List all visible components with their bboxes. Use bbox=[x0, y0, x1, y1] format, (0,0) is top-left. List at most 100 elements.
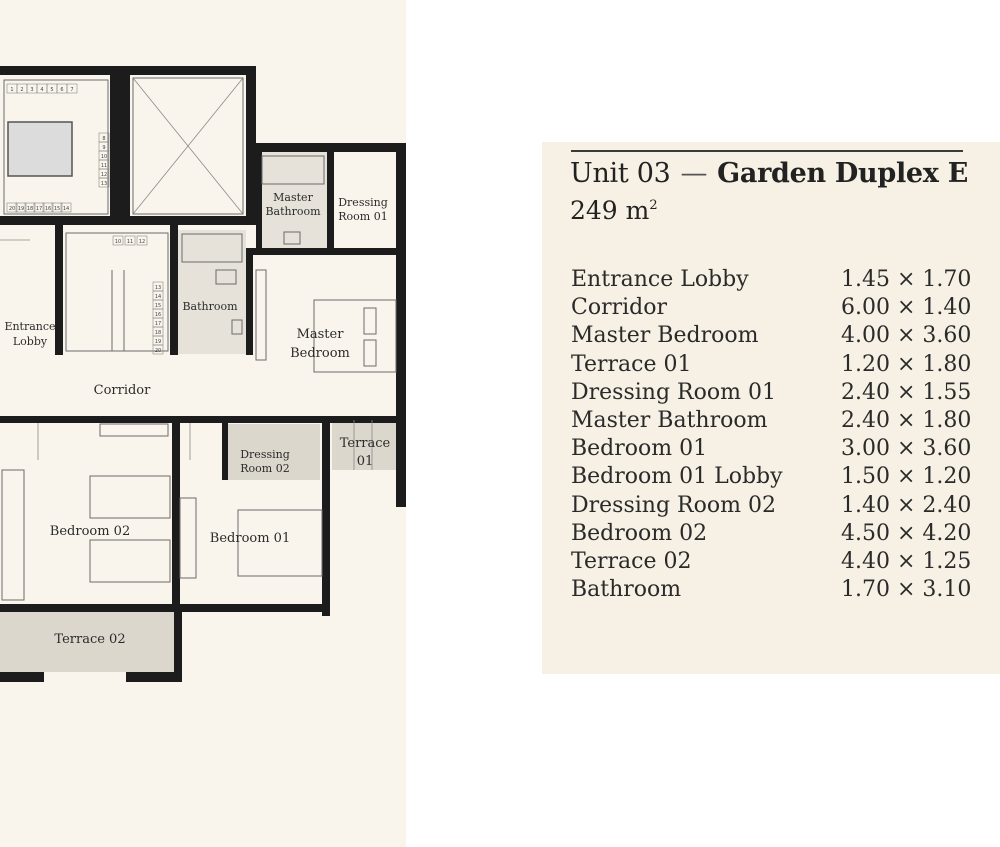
plan-label-entrance-1: Entrance bbox=[4, 320, 55, 333]
room-name: Bedroom 02 bbox=[571, 520, 708, 546]
room-name: Terrace 01 bbox=[571, 351, 692, 377]
stair-step-number: 17 bbox=[36, 206, 42, 212]
stair-step bbox=[42, 202, 54, 213]
room-dimensions: 4.00 × 3.60 bbox=[841, 323, 972, 349]
stair-step-number: 4 bbox=[40, 87, 43, 93]
plan-label-terrace-01-2: 01 bbox=[357, 454, 374, 469]
stair-step-number: 16 bbox=[45, 206, 51, 212]
stair-step-number: 12 bbox=[101, 172, 107, 178]
room-dimensions: 4.40 × 1.25 bbox=[841, 548, 972, 574]
stair-step-number: 20 bbox=[9, 206, 15, 212]
stair-step-number: 13 bbox=[101, 181, 107, 187]
room-dimensions: 1.40 × 2.40 bbox=[841, 492, 972, 518]
room-dimensions: 1.50 × 1.20 bbox=[841, 464, 972, 490]
dressing-room-02-floor bbox=[228, 424, 320, 480]
stair-step-number: 3 bbox=[30, 87, 33, 93]
unit-title: Unit 03—Garden Duplex E bbox=[570, 158, 968, 189]
stair-step-number: 11 bbox=[101, 163, 107, 169]
plan-label-dressing-01-2: Room 01 bbox=[338, 210, 387, 223]
room-name: Bathroom bbox=[571, 577, 682, 603]
stair-step bbox=[124, 235, 136, 246]
stair-step bbox=[60, 202, 72, 213]
stair-step-number: 1 bbox=[10, 87, 13, 93]
stair-step bbox=[6, 202, 18, 213]
stair-step-number: 20 bbox=[155, 348, 161, 354]
stair-step-number: 15 bbox=[155, 303, 161, 309]
plan-label-bedroom-02: Bedroom 02 bbox=[50, 524, 130, 539]
plan-label-master-bathroom-2: Bathroom bbox=[265, 205, 321, 218]
plan-label-corridor: Corridor bbox=[94, 383, 152, 398]
room-name: Dressing Room 02 bbox=[571, 492, 776, 518]
fixtures bbox=[0, 155, 397, 601]
walls bbox=[0, 66, 406, 682]
room-row: Terrace 02 4.40 × 1.25 bbox=[571, 548, 971, 576]
room-row: Entrance Lobby 1.45 × 1.70 bbox=[571, 266, 971, 294]
room-dimensions: 1.70 × 3.10 bbox=[841, 577, 972, 603]
stair-step-number: 11 bbox=[127, 239, 133, 245]
stair-step bbox=[136, 235, 148, 246]
stair-step-number: 12 bbox=[139, 239, 145, 245]
stair-step bbox=[66, 83, 78, 94]
plan-label-terrace-02: Terrace 02 bbox=[54, 632, 125, 647]
unit-info-card: Unit 03—Garden Duplex E 249 m2 Entrance … bbox=[542, 142, 1000, 674]
stair-step-number: 13 bbox=[155, 285, 161, 291]
room-name: Bedroom 01 bbox=[571, 436, 708, 462]
room-dimensions: 2.40 × 1.80 bbox=[841, 407, 972, 433]
plan-label-bedroom-01: Bedroom 01 bbox=[210, 531, 290, 546]
stair-step-number: 14 bbox=[155, 294, 161, 300]
room-name: Bedroom 01 Lobby bbox=[571, 464, 783, 490]
stair-step bbox=[33, 202, 45, 213]
room-name: Dressing Room 01 bbox=[571, 379, 776, 405]
stair-step-number: 16 bbox=[155, 312, 161, 318]
room-name: Master Bedroom bbox=[571, 323, 759, 349]
stair-step-number: 17 bbox=[155, 321, 161, 327]
bathroom-floor bbox=[178, 230, 246, 354]
room-name: Corridor bbox=[571, 295, 667, 321]
stair-step-number: 2 bbox=[20, 87, 23, 93]
terrace-02-floor bbox=[0, 612, 176, 672]
room-row: Bathroom 1.70 × 3.10 bbox=[571, 576, 971, 604]
plan-label-master-bedroom-2: Bedroom bbox=[290, 346, 350, 361]
room-name: Master Bathroom bbox=[571, 407, 768, 433]
stair-step-number: 10 bbox=[115, 239, 121, 245]
room-name: Terrace 02 bbox=[571, 548, 692, 574]
stair-step-number: 7 bbox=[70, 87, 73, 93]
room-row: Bedroom 01 Lobby 1.50 × 1.20 bbox=[571, 463, 971, 491]
stair-step bbox=[98, 177, 110, 188]
room-row: Bedroom 01 3.00 × 3.60 bbox=[571, 435, 971, 463]
plan-label-master-bathroom-1: Master bbox=[273, 191, 313, 204]
room-row: Master Bathroom 2.40 × 1.80 bbox=[571, 407, 971, 435]
stair-step bbox=[112, 235, 124, 246]
stair-step-number: 8 bbox=[102, 136, 105, 142]
stair-step-number: 18 bbox=[27, 206, 33, 212]
unit-area-value: 249 m bbox=[570, 196, 650, 225]
stair-step-number: 10 bbox=[101, 154, 107, 160]
room-dimensions: 3.00 × 3.60 bbox=[841, 436, 972, 462]
plan-label-entrance-2: Lobby bbox=[13, 335, 48, 348]
plan-label-dressing-02-1: Dressing bbox=[240, 448, 290, 461]
plan-label-terrace-01-1: Terrace bbox=[340, 436, 391, 451]
room-dimensions: 2.40 × 1.55 bbox=[841, 379, 972, 405]
stair-step-number: 19 bbox=[18, 206, 24, 212]
plan-label-bathroom: Bathroom bbox=[182, 300, 238, 313]
unit-area-superscript: 2 bbox=[649, 198, 658, 213]
room-name: Entrance Lobby bbox=[571, 267, 749, 292]
title-rule bbox=[571, 150, 963, 152]
room-dimensions: 1.45 × 1.70 bbox=[841, 267, 972, 292]
title-separator: — bbox=[680, 158, 708, 189]
stair-step-number: 9 bbox=[102, 145, 105, 151]
unit-area: 249 m2 bbox=[570, 196, 658, 225]
stair-step bbox=[15, 202, 27, 213]
stair-step bbox=[51, 202, 63, 213]
room-row: Dressing Room 01 2.40 × 1.55 bbox=[571, 379, 971, 407]
